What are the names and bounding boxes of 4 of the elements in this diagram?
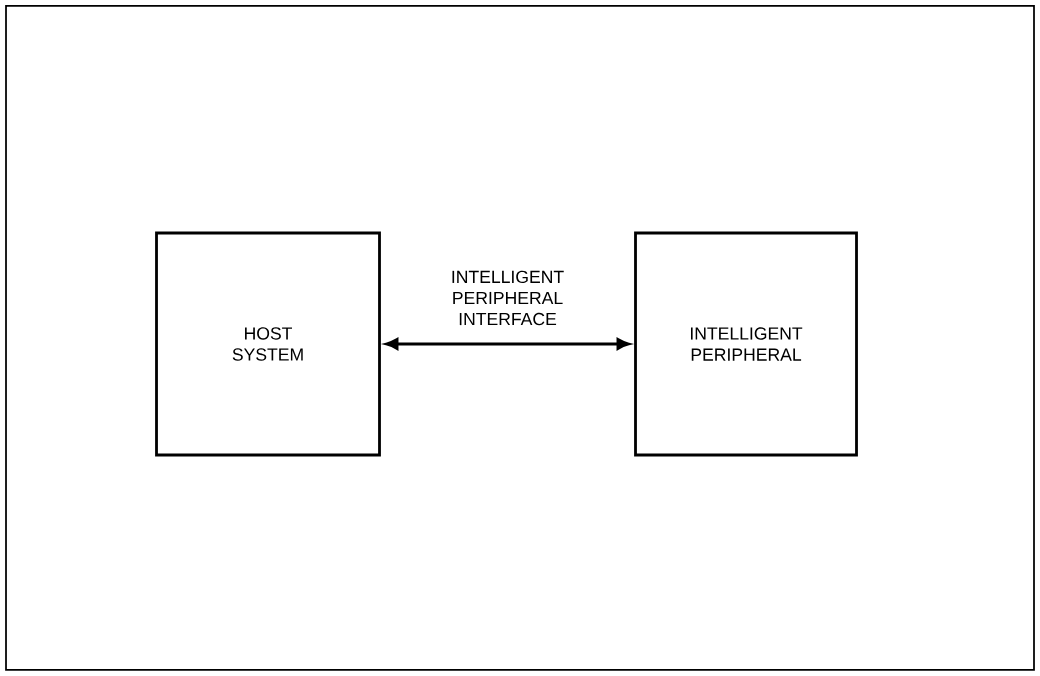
system-box: HOST SYSTEM [155,231,381,457]
system-box: INTELLIGENT PERIPHERAL [634,231,858,457]
double-arrow [384,338,631,350]
edge-label: INTELLIGENT PERIPHERAL INTERFACE [452,270,564,326]
